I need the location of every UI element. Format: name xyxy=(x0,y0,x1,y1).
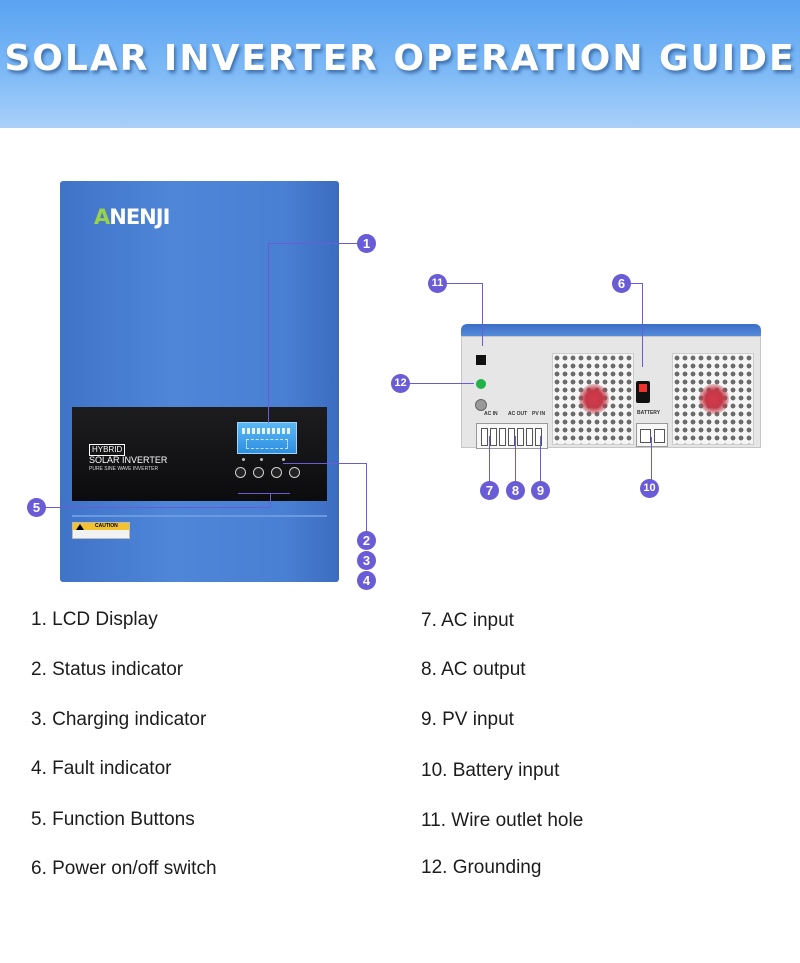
terminal-block xyxy=(476,423,548,449)
leader-line-11v xyxy=(482,283,483,346)
function-button-esc[interactable] xyxy=(235,467,246,478)
power-switch[interactable] xyxy=(636,381,650,403)
model-name: SOLAR INVERTER xyxy=(89,455,168,465)
legend-item: 4. Fault indicator xyxy=(31,758,172,779)
indicator-leds xyxy=(242,458,302,462)
charging-led xyxy=(260,458,263,461)
pv-in-label: PV IN xyxy=(532,411,546,417)
cooling-fan-right xyxy=(672,353,754,445)
control-panel: HYBRID SOLAR INVERTER PURE SINE WAVE INV… xyxy=(72,407,327,501)
callout-marker-2: 2 xyxy=(357,531,376,550)
fan-hub xyxy=(699,384,729,414)
brand-logo-initial: A xyxy=(94,205,110,229)
terminal xyxy=(481,428,488,446)
terminal xyxy=(526,428,533,446)
front-seam xyxy=(72,515,327,517)
cooling-fan-left xyxy=(552,353,634,445)
warning-triangle-icon xyxy=(76,524,84,530)
leader-line-1 xyxy=(268,243,358,244)
callout-marker-10: 10 xyxy=(640,479,659,498)
terminal xyxy=(490,428,497,446)
leader-line-9 xyxy=(540,436,541,481)
wire-outlet-hole xyxy=(476,355,486,365)
green-indicator xyxy=(476,379,486,389)
legend-item: 1. LCD Display xyxy=(31,609,158,630)
function-button-up[interactable] xyxy=(253,467,264,478)
terminal xyxy=(535,428,542,446)
leader-line-5b xyxy=(238,493,290,494)
leader-line-8 xyxy=(515,436,516,481)
legend-item: 5. Function Buttons xyxy=(31,809,195,830)
terminal xyxy=(508,428,515,446)
lcd-display xyxy=(237,422,297,454)
legend-item: 6. Power on/off switch xyxy=(31,858,217,879)
inverter-top-cover xyxy=(461,324,761,338)
callout-marker-9: 9 xyxy=(531,481,550,500)
header-banner: SOLAR INVERTER OPERATION GUIDE xyxy=(0,0,800,128)
caution-label: CAUTION xyxy=(72,522,130,539)
callout-marker-3: 3 xyxy=(357,551,376,570)
legend-item: 2. Status indicator xyxy=(31,659,184,680)
battery-terminals xyxy=(636,423,668,447)
legend-item: 11. Wire outlet hole xyxy=(421,810,584,831)
ac-in-label: AC IN xyxy=(484,411,498,417)
battery-label: BATTERY xyxy=(637,410,661,416)
leader-line-1v xyxy=(268,243,269,423)
lcd-segment-line xyxy=(242,428,292,434)
leader-line-7 xyxy=(489,436,490,481)
model-subtitle: PURE SINE WAVE INVERTER xyxy=(89,466,159,472)
function-button-enter[interactable] xyxy=(289,467,300,478)
ac-out-label: AC OUT xyxy=(508,411,528,417)
legend-item: 10. Battery input xyxy=(421,760,560,781)
legend-item: 8. AC output xyxy=(421,659,526,680)
inverter-bottom-panel: AC IN AC OUT PV IN BATTERY xyxy=(461,336,761,449)
leader-line-2v xyxy=(366,463,367,533)
grounding-screw-icon xyxy=(475,399,487,411)
leader-line-6v xyxy=(642,283,643,367)
leader-line-5v xyxy=(270,493,271,507)
inverter-bottom-view: AC IN AC OUT PV IN BATTERY xyxy=(461,324,761,449)
function-buttons xyxy=(235,467,309,479)
leader-line-2 xyxy=(283,463,366,464)
battery-terminal-pos xyxy=(640,429,651,443)
leader-line-6 xyxy=(630,283,642,284)
legend-item: 12. Grounding xyxy=(421,857,542,878)
power-switch-knob xyxy=(639,384,647,392)
page-title: SOLAR INVERTER OPERATION GUIDE xyxy=(4,38,796,79)
fault-led xyxy=(282,458,285,461)
status-led xyxy=(242,458,245,461)
legend-item: 9. PV input xyxy=(421,709,514,730)
terminal xyxy=(517,428,524,446)
leader-line-11 xyxy=(447,283,482,284)
callout-marker-5: 5 xyxy=(27,498,46,517)
brand-logo: ANENJI xyxy=(94,205,170,229)
callout-marker-4: 4 xyxy=(357,571,376,590)
fan-hub xyxy=(579,384,609,414)
terminal xyxy=(499,428,506,446)
callout-marker-1: 1 xyxy=(357,234,376,253)
caution-text: CAUTION xyxy=(95,523,118,529)
function-button-down[interactable] xyxy=(271,467,282,478)
callout-marker-7: 7 xyxy=(480,481,499,500)
callout-marker-12: 12 xyxy=(391,374,410,393)
leader-line-5 xyxy=(46,507,270,508)
inverter-front-view: ANENJI HYBRID SOLAR INVERTER PURE SINE W… xyxy=(60,181,339,582)
caution-band xyxy=(73,523,129,530)
hybrid-tag: HYBRID xyxy=(89,444,126,456)
callout-marker-11: 11 xyxy=(428,274,447,293)
battery-terminal-neg xyxy=(654,429,665,443)
callout-marker-6: 6 xyxy=(612,274,631,293)
lcd-segment-box xyxy=(246,439,288,449)
leader-line-10 xyxy=(651,437,652,480)
legend-item: 3. Charging indicator xyxy=(31,709,207,730)
legend-item: 7. AC input xyxy=(421,610,514,631)
leader-line-12 xyxy=(410,383,474,384)
callout-marker-8: 8 xyxy=(506,481,525,500)
brand-logo-rest: NENJI xyxy=(109,205,170,229)
